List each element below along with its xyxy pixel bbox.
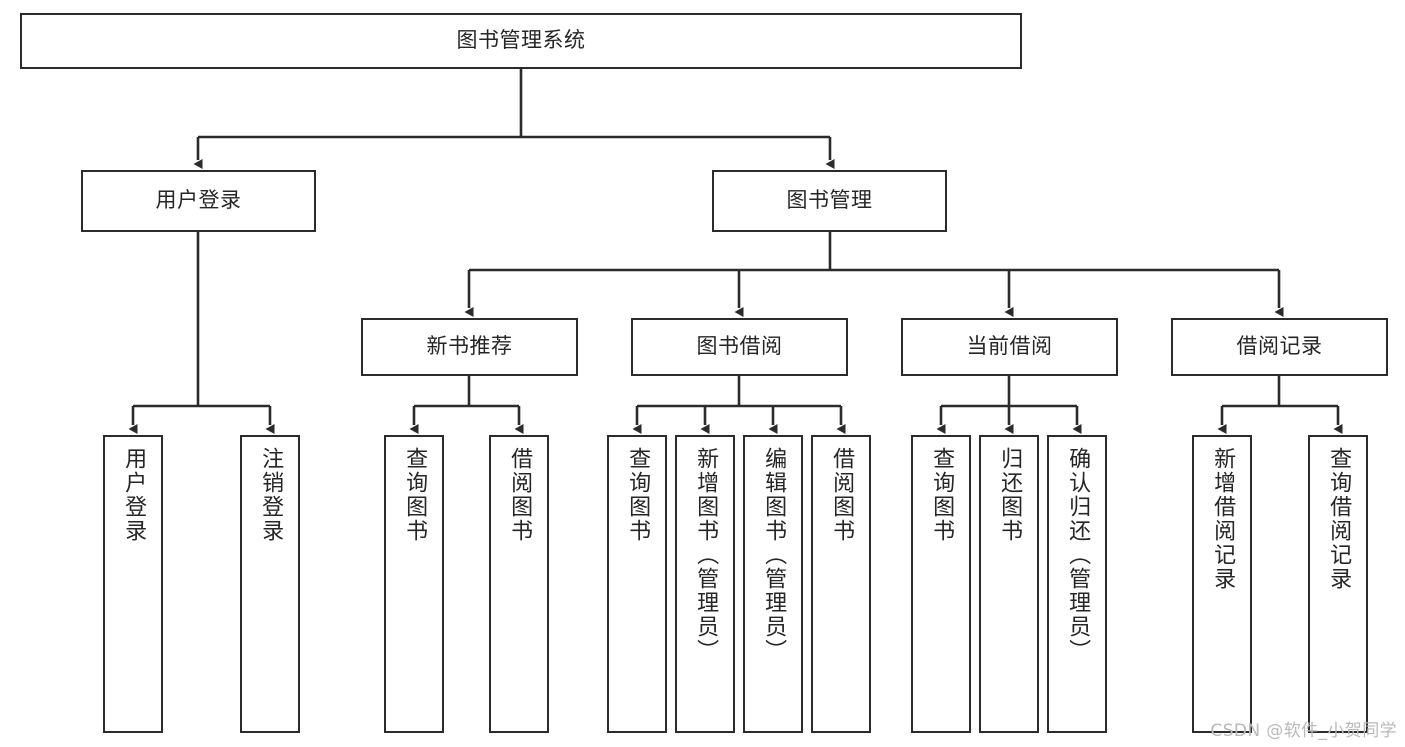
node-leaf-query-book-1-label: 查询图书 <box>402 447 428 543</box>
node-book-borrow-label: 图书借阅 <box>696 334 783 359</box>
node-leaf-query-book-1[interactable]: 查询图书 <box>384 435 444 733</box>
node-leaf-borrow-book-2-label: 借阅图书 <box>829 447 855 543</box>
node-book-manage[interactable]: 图书管理 <box>712 170 947 232</box>
node-leaf-borrow-book-1[interactable]: 借阅图书 <box>489 435 549 733</box>
node-leaf-add-book-admin-label: 新增图书（管理员） <box>693 447 719 663</box>
node-leaf-add-borrow-record[interactable]: 新增借阅记录 <box>1192 435 1252 733</box>
node-leaf-add-borrow-record-label: 新增借阅记录 <box>1210 447 1236 591</box>
node-current-borrow-label: 当前借阅 <box>966 334 1053 359</box>
csdn-watermark: CSDN @软件_小贺同学 <box>1210 721 1397 741</box>
node-root-label: 图书管理系统 <box>456 28 586 53</box>
node-leaf-confirm-return-admin[interactable]: 确认归还（管理员） <box>1047 435 1107 733</box>
node-book-manage-label: 图书管理 <box>786 188 873 213</box>
node-leaf-return-book-label: 归还图书 <box>997 447 1023 543</box>
node-book-borrow[interactable]: 图书借阅 <box>631 318 848 376</box>
node-user-login[interactable]: 用户登录 <box>81 170 316 232</box>
node-new-book-recommend[interactable]: 新书推荐 <box>361 318 578 376</box>
node-leaf-return-book[interactable]: 归还图书 <box>979 435 1039 733</box>
node-root[interactable]: 图书管理系统 <box>20 13 1022 69</box>
node-borrow-record-label: 借阅记录 <box>1236 334 1323 359</box>
node-leaf-query-borrow-record-label: 查询借阅记录 <box>1326 447 1352 591</box>
node-leaf-query-book-3-label: 查询图书 <box>929 447 955 543</box>
node-current-borrow[interactable]: 当前借阅 <box>901 318 1118 376</box>
node-user-login-label: 用户登录 <box>155 188 242 213</box>
node-leaf-add-book-admin[interactable]: 新增图书（管理员） <box>675 435 735 733</box>
node-leaf-edit-book-admin[interactable]: 编辑图书（管理员） <box>743 435 803 733</box>
node-leaf-query-borrow-record[interactable]: 查询借阅记录 <box>1308 435 1368 733</box>
node-leaf-edit-book-admin-label: 编辑图书（管理员） <box>761 447 787 663</box>
node-leaf-borrow-book-2[interactable]: 借阅图书 <box>811 435 871 733</box>
node-leaf-query-book-2-label: 查询图书 <box>625 447 651 543</box>
node-leaf-query-book-3[interactable]: 查询图书 <box>911 435 971 733</box>
node-leaf-borrow-book-1-label: 借阅图书 <box>507 447 533 543</box>
node-leaf-user-login-label: 用户登录 <box>121 447 147 543</box>
node-leaf-confirm-return-admin-label: 确认归还（管理员） <box>1065 447 1091 663</box>
node-leaf-user-login[interactable]: 用户登录 <box>103 435 163 733</box>
node-leaf-query-book-2[interactable]: 查询图书 <box>607 435 667 733</box>
node-leaf-logout-login-label: 注销登录 <box>258 447 284 543</box>
node-borrow-record[interactable]: 借阅记录 <box>1171 318 1388 376</box>
node-new-book-recommend-label: 新书推荐 <box>426 334 513 359</box>
node-leaf-logout-login[interactable]: 注销登录 <box>240 435 300 733</box>
